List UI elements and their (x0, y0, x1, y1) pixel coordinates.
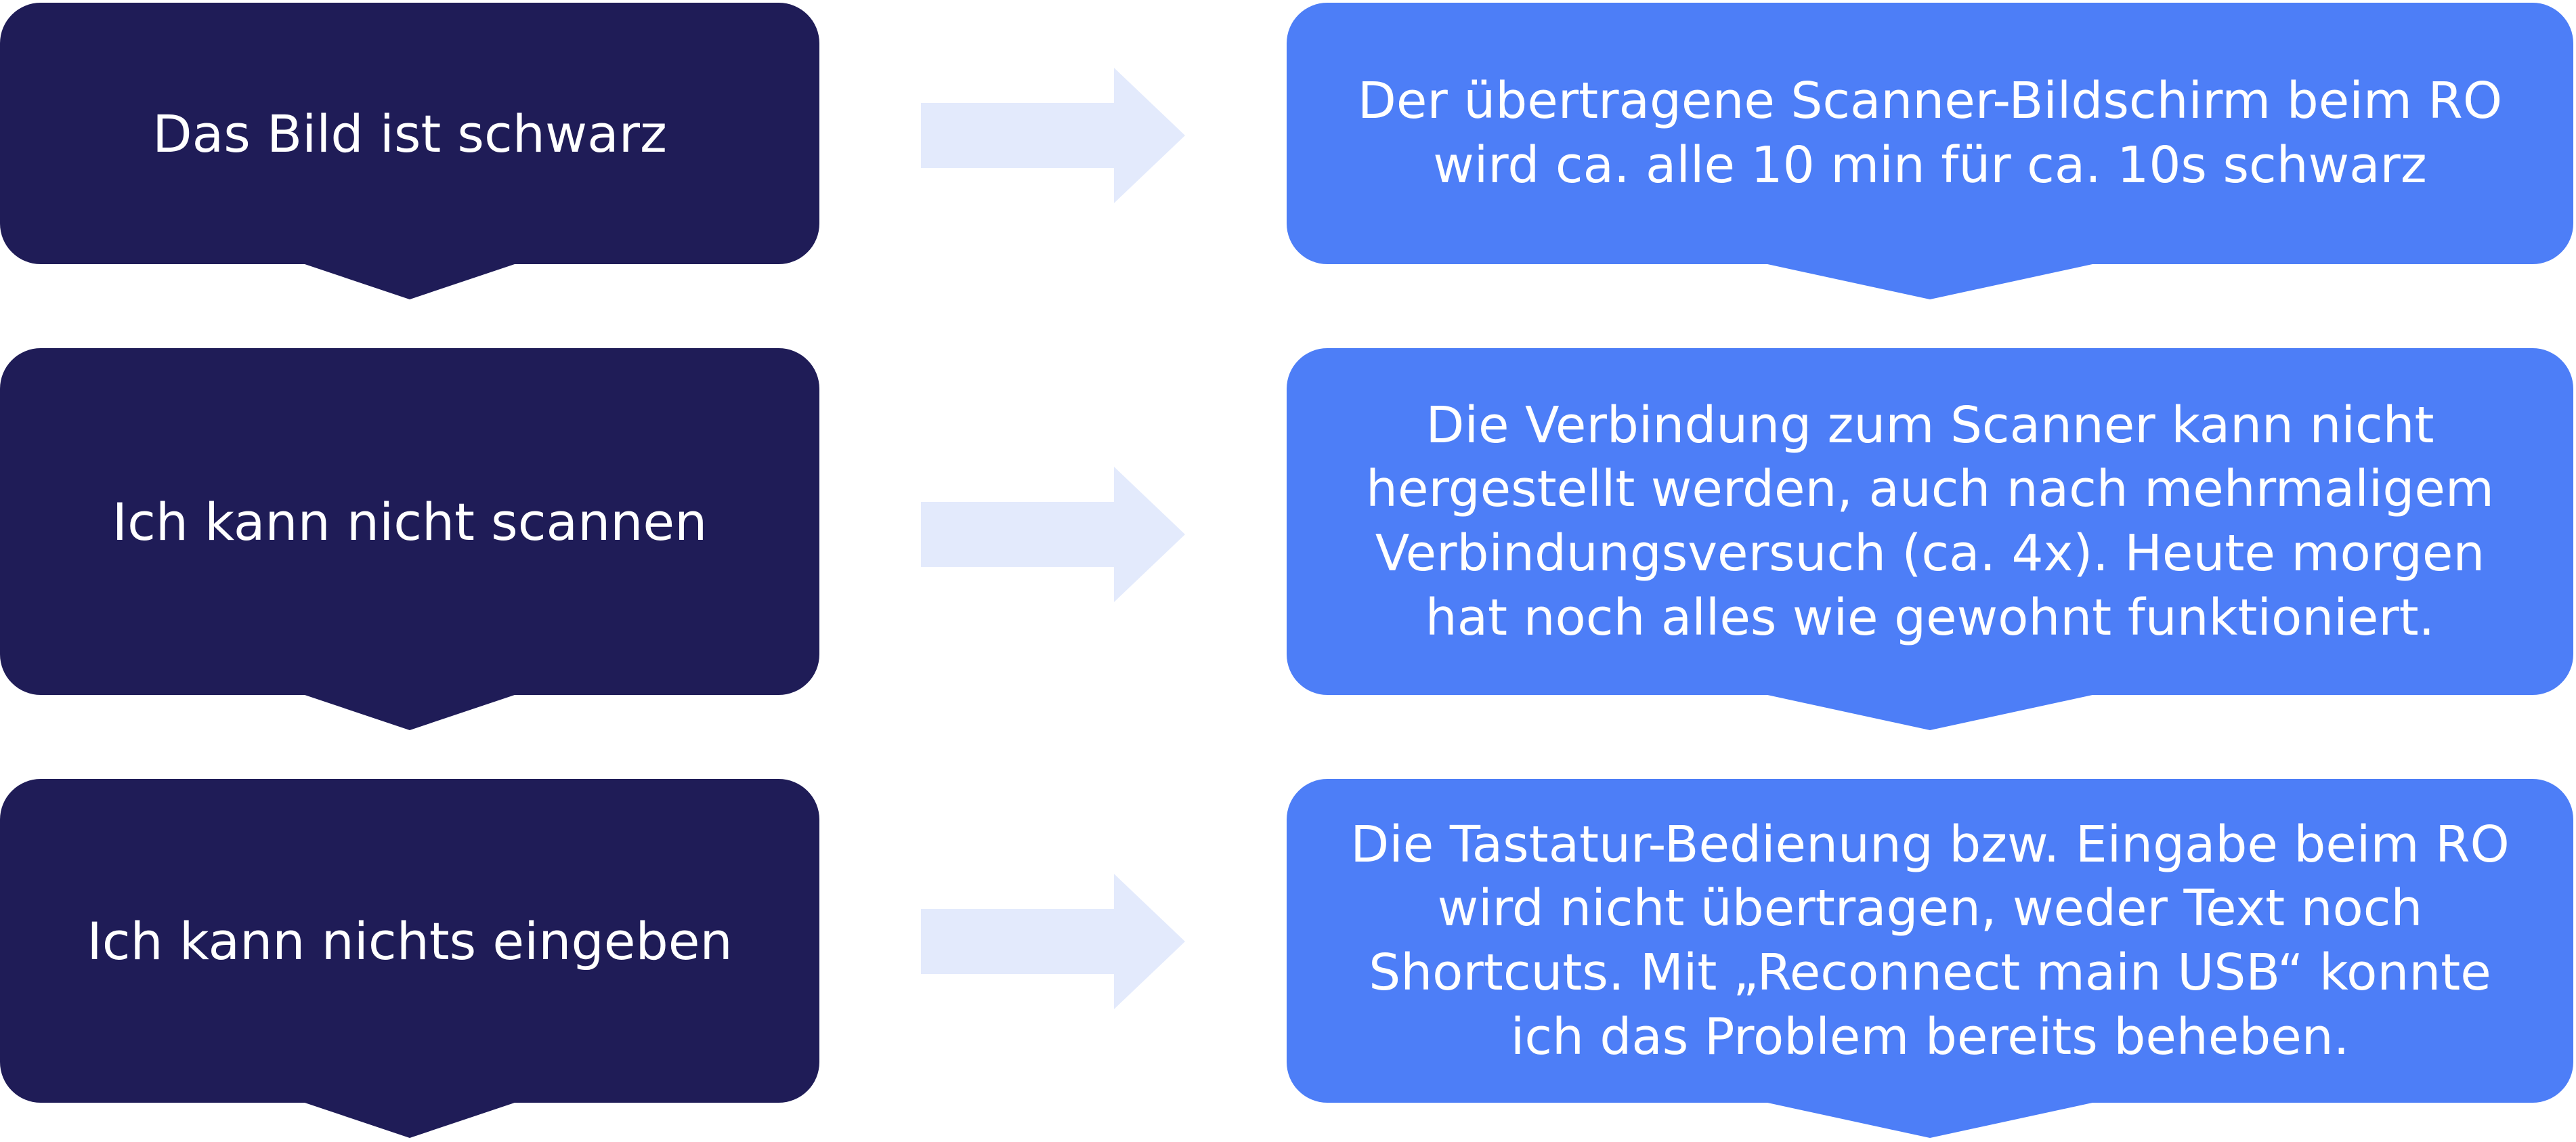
description-box-cannot-scan: Die Verbindung zum Scanner kann nicht he… (1287, 348, 2573, 695)
description-text: Die Tastatur-Bedienung bzw. Eingabe beim… (1350, 815, 2510, 1066)
description-text: Die Verbindung zum Scanner kann nicht he… (1366, 396, 2494, 647)
description-box-black-screen: Der übertragene Scanner-Bildschirm beim … (1287, 3, 2573, 264)
arrow-right-icon (921, 874, 1185, 1009)
arrow-right-icon (921, 68, 1185, 203)
problem-box-cannot-input: Ich kann nichts eingeben (0, 779, 819, 1103)
problem-label: Ich kann nicht scannen (112, 491, 708, 552)
arrow-right-icon (921, 467, 1185, 602)
problem-label: Das Bild ist schwarz (152, 103, 667, 164)
description-text: Der übertragene Scanner-Bildschirm beim … (1357, 72, 2503, 194)
problem-box-cannot-scan: Ich kann nicht scannen (0, 348, 819, 695)
problem-label: Ich kann nichts eingeben (87, 910, 733, 971)
description-box-cannot-input: Die Tastatur-Bedienung bzw. Eingabe beim… (1287, 779, 2573, 1103)
problem-box-black-screen: Das Bild ist schwarz (0, 3, 819, 264)
